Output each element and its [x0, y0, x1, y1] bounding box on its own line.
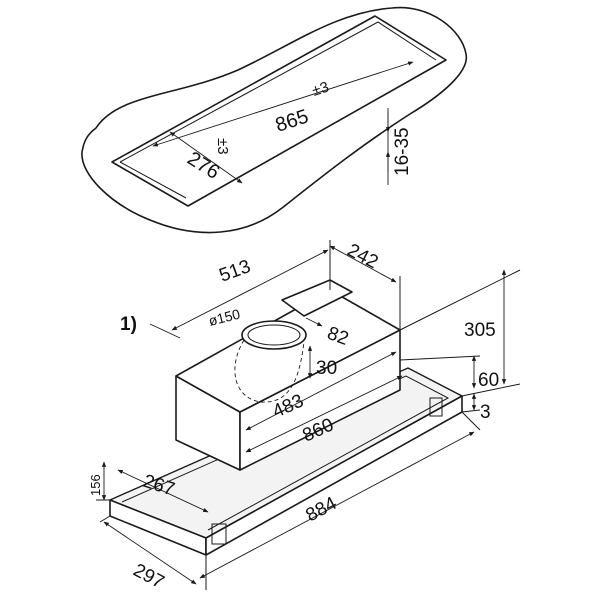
duct-height-label: 30	[316, 358, 337, 379]
cutout-width-dim-line	[169, 131, 243, 184]
body-length-label: 513	[217, 256, 254, 287]
callout-label: 1)	[120, 314, 137, 335]
hood-dimensions	[96, 240, 521, 590]
callout-leader	[149, 323, 181, 339]
body-length-dim-line	[171, 249, 329, 331]
total-height-label: 305	[464, 320, 496, 341]
cutout-thickness-label: 16-35	[392, 127, 413, 176]
overall-depth-label: 297	[130, 560, 168, 593]
body-depth-label: 242	[344, 240, 382, 273]
extension-lines	[96, 240, 521, 590]
cutout-length-tolerance: ±3	[310, 79, 331, 100]
front-height-label: 156	[88, 474, 103, 496]
panel-height-label: 60	[478, 370, 499, 391]
cutout-width-tolerance: ±3	[214, 138, 231, 155]
cabinet-cutout	[81, 6, 468, 234]
overall-length-dim-line	[199, 431, 475, 579]
mounting-bracket-rear	[429, 397, 443, 417]
frame-thickness-label: 3	[480, 402, 491, 423]
overall-depth-dim-line	[103, 521, 197, 585]
frame-depth-dim-line	[117, 469, 209, 513]
duct-diameter-label: ø150	[207, 306, 242, 329]
body-depth-dim-line	[329, 245, 397, 283]
duct-offset-dim-line	[305, 317, 323, 327]
